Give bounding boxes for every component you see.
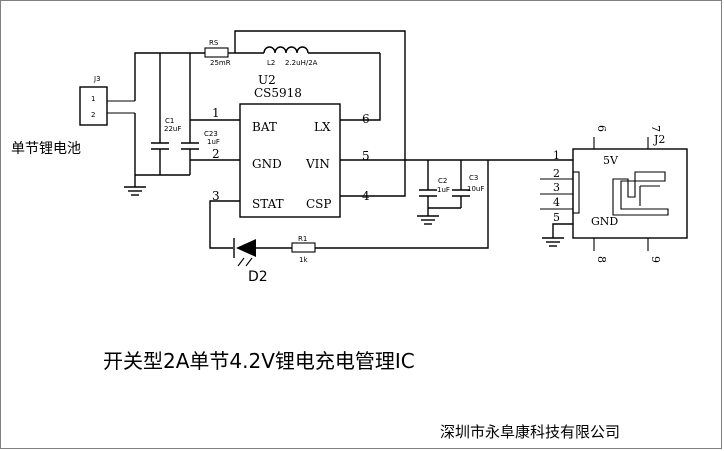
ic-part: CS5918 [254, 86, 302, 100]
ic-u2: U2 CS5918 BAT GND STAT LX VIN CSP 1 2 3 … [212, 73, 370, 218]
svg-text:GND: GND [252, 157, 282, 171]
svg-text:1uF: 1uF [437, 186, 450, 194]
company-name: 深圳市永阜康科技有限公司 [440, 423, 620, 441]
d2-ref: D2 [248, 269, 268, 285]
battery-label: 单节锂电池 [11, 141, 81, 157]
inductor-l2: L2 2.2uH/2A [235, 46, 380, 67]
svg-text:5: 5 [362, 149, 370, 163]
svg-text:C1: C1 [165, 117, 174, 125]
resistor-r1: R1 1k [291, 235, 316, 264]
svg-text:6: 6 [362, 112, 370, 126]
svg-text:C23: C23 [204, 130, 218, 138]
resistor-rs: RS 25mR [204, 39, 231, 67]
capacitor-c1: C1 22uF [151, 117, 181, 175]
svg-text:25mR: 25mR [210, 59, 231, 67]
svg-text:2: 2 [212, 147, 220, 161]
svg-text:1uF: 1uF [207, 138, 220, 146]
svg-text:22uF: 22uF [164, 125, 181, 133]
j3-ref: J3 [93, 75, 101, 83]
diagram-title: 开关型2A单节4.2V锂电充电管理IC [103, 349, 415, 373]
svg-text:10uF: 10uF [467, 185, 484, 193]
svg-text:6: 6 [595, 125, 608, 132]
svg-text:4: 4 [553, 196, 560, 209]
capacitor-c3: C3 10uF [452, 174, 484, 208]
usb-connector-j2: 5V GND J2 6 7 8 9 1 2 3 4 5 [553, 125, 688, 263]
led-d2: D2 [233, 238, 268, 285]
svg-text:BAT: BAT [252, 120, 277, 134]
svg-text:C3: C3 [469, 174, 478, 182]
svg-text:GND: GND [591, 215, 618, 228]
svg-text:VIN: VIN [305, 157, 330, 171]
ground-symbol [417, 208, 439, 225]
ground-symbol [542, 237, 564, 247]
svg-text:RS: RS [209, 39, 219, 47]
svg-text:LX: LX [314, 120, 331, 134]
svg-text:2.2uH/2A: 2.2uH/2A [285, 59, 318, 67]
svg-text:3: 3 [212, 189, 220, 203]
ic-ref: U2 [258, 73, 276, 87]
svg-text:STAT: STAT [252, 197, 284, 211]
svg-text:3: 3 [553, 181, 560, 194]
j3-pin1: 1 [91, 95, 95, 103]
svg-text:5V: 5V [603, 154, 619, 167]
battery-connector-j3: J3 1 2 [79, 75, 135, 126]
svg-text:5: 5 [553, 211, 560, 224]
svg-text:1: 1 [553, 149, 560, 162]
svg-text:2: 2 [553, 167, 560, 180]
svg-text:1: 1 [212, 106, 220, 120]
ground-symbol [124, 175, 146, 196]
capacitor-c23: C23 1uF [181, 130, 220, 175]
svg-text:C2: C2 [438, 177, 447, 185]
svg-text:L2: L2 [267, 59, 275, 67]
capacitor-c2: C2 1uF [419, 177, 450, 208]
svg-text:7: 7 [649, 125, 662, 132]
svg-text:8: 8 [595, 256, 608, 263]
j3-pin2: 2 [91, 111, 95, 119]
svg-text:1k: 1k [299, 256, 308, 264]
svg-text:9: 9 [649, 256, 662, 263]
j2-ref: J2 [653, 133, 665, 146]
svg-text:CSP: CSP [306, 197, 331, 211]
svg-text:R1: R1 [298, 235, 307, 243]
